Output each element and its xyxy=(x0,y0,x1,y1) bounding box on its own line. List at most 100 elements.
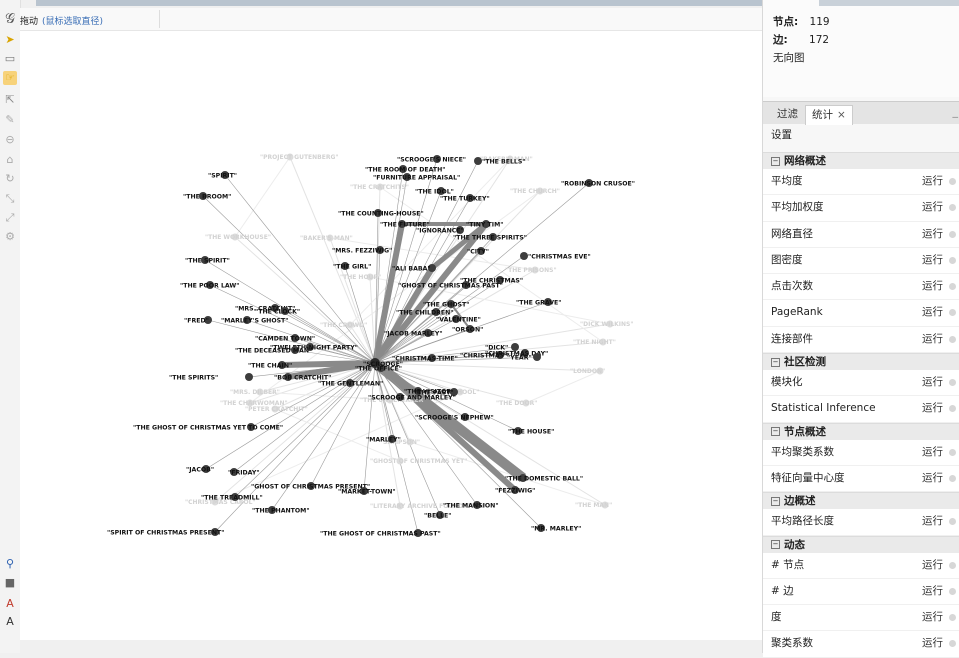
graph-node[interactable] xyxy=(514,427,522,435)
graph-node[interactable] xyxy=(204,316,212,324)
graph-canvas[interactable]: "PROJECT GUTENBERG""BAKER'S MAN""THE CRA… xyxy=(20,31,762,640)
graph-node-faded[interactable] xyxy=(456,388,464,396)
graph-node[interactable] xyxy=(284,373,292,381)
graph-node[interactable] xyxy=(496,276,504,284)
graph-node-faded[interactable] xyxy=(506,155,514,163)
graph-node[interactable] xyxy=(520,252,528,260)
graph-node-faded[interactable] xyxy=(286,153,294,161)
shortest-path-icon[interactable]: ⤢ xyxy=(5,211,15,224)
graph-node-faded[interactable] xyxy=(256,388,264,396)
graph-node[interactable] xyxy=(202,465,210,473)
graph-node-faded[interactable] xyxy=(536,187,544,195)
run-button[interactable]: 运行 xyxy=(922,253,943,266)
size-tool-icon[interactable]: ⊖ xyxy=(5,133,15,146)
graph-node-faded[interactable] xyxy=(606,320,614,328)
graph-node-faded[interactable] xyxy=(531,266,539,274)
run-button[interactable]: 运行 xyxy=(922,306,943,319)
pencil-icon[interactable]: ✎ xyxy=(5,113,15,126)
graph-node[interactable] xyxy=(414,529,422,537)
graph-node[interactable] xyxy=(489,233,497,241)
graph-node-faded[interactable] xyxy=(366,273,374,281)
run-button[interactable]: 运行 xyxy=(922,332,943,345)
graph-node[interactable] xyxy=(477,247,485,255)
graph-node[interactable] xyxy=(432,308,440,316)
graph-node[interactable] xyxy=(447,300,455,308)
run-button[interactable]: 运行 xyxy=(922,471,943,484)
graph-node-faded[interactable] xyxy=(231,233,239,241)
info-icon[interactable] xyxy=(949,309,956,317)
graph-hub-node[interactable] xyxy=(370,358,380,368)
info-icon[interactable] xyxy=(949,335,956,343)
run-button[interactable]: 运行 xyxy=(922,611,943,624)
graph-node[interactable] xyxy=(428,264,436,272)
font-size-icon[interactable]: A xyxy=(6,615,14,628)
paint-bucket-icon[interactable]: ⌂ xyxy=(6,153,14,166)
graph-node[interactable] xyxy=(374,209,382,217)
graph-node[interactable] xyxy=(388,435,396,443)
run-button[interactable]: 运行 xyxy=(922,201,943,214)
graph-node[interactable] xyxy=(199,192,207,200)
background-color-icon[interactable]: ■ xyxy=(4,576,16,589)
graph-node-faded[interactable] xyxy=(396,502,404,510)
section-header[interactable]: −边概述 xyxy=(763,492,959,510)
graph-node[interactable] xyxy=(221,171,229,179)
graph-node[interactable] xyxy=(519,474,527,482)
graph-node[interactable] xyxy=(281,307,289,315)
info-icon[interactable] xyxy=(949,474,956,482)
graph-node[interactable] xyxy=(341,262,349,270)
info-icon[interactable] xyxy=(949,178,956,185)
graph-node-faded[interactable] xyxy=(271,405,279,413)
graph-node-faded[interactable] xyxy=(522,399,530,407)
collapse-icon[interactable]: − xyxy=(771,357,780,367)
graph-node-faded[interactable] xyxy=(599,338,607,346)
run-button[interactable]: 运行 xyxy=(922,376,943,389)
run-button[interactable]: 运行 xyxy=(922,637,943,650)
heat-map-icon[interactable]: ⚙ xyxy=(5,230,15,243)
tab-statistics[interactable]: 统计× xyxy=(805,105,853,125)
info-icon[interactable] xyxy=(949,587,956,595)
graph-node[interactable] xyxy=(211,528,219,536)
graph-node[interactable] xyxy=(461,413,469,421)
info-icon[interactable] xyxy=(949,379,956,387)
graph-node-faded[interactable] xyxy=(396,457,404,465)
graph-node[interactable] xyxy=(291,346,299,354)
graph-node[interactable] xyxy=(278,361,286,369)
graph-node[interactable] xyxy=(537,524,545,532)
info-icon[interactable] xyxy=(949,614,956,622)
graph-node-faded[interactable] xyxy=(211,498,219,506)
graph-node[interactable] xyxy=(399,165,407,173)
graph-node[interactable] xyxy=(496,351,504,359)
graph-node-faded[interactable] xyxy=(346,321,354,329)
zoom-icon[interactable]: ⚲ xyxy=(5,557,15,570)
section-header[interactable]: −节点概述 xyxy=(763,422,959,440)
direct-select-icon[interactable]: ⇱ xyxy=(5,93,15,106)
graph-node[interactable] xyxy=(466,194,474,202)
graph-view[interactable]: "PROJECT GUTENBERG""BAKER'S MAN""THE CRA… xyxy=(20,31,762,640)
section-header[interactable]: −社区检测 xyxy=(763,353,959,371)
graph-node[interactable] xyxy=(533,353,541,361)
graph-node[interactable] xyxy=(433,155,441,163)
graph-node[interactable] xyxy=(474,157,482,165)
graph-node[interactable] xyxy=(466,325,474,333)
graph-node[interactable] xyxy=(231,493,239,501)
graph-node[interactable] xyxy=(245,373,253,381)
minimize-icon[interactable]: _ xyxy=(952,105,959,118)
graph-node[interactable] xyxy=(511,343,519,351)
info-icon[interactable] xyxy=(949,448,956,456)
graph-node-faded[interactable] xyxy=(601,501,609,509)
graph-node-faded[interactable] xyxy=(376,183,384,191)
graph-node[interactable] xyxy=(544,298,552,306)
graph-node[interactable] xyxy=(243,316,251,324)
graph-node[interactable] xyxy=(271,304,279,312)
run-button[interactable]: 运行 xyxy=(922,445,943,458)
run-button[interactable]: 运行 xyxy=(922,227,943,240)
collapse-icon[interactable]: − xyxy=(771,496,780,506)
graph-node-faded[interactable] xyxy=(326,234,334,242)
graph-node-faded[interactable] xyxy=(406,438,414,446)
select-arrow-icon[interactable]: ➤ xyxy=(5,33,15,46)
graph-node[interactable] xyxy=(428,354,436,362)
run-button[interactable]: 运行 xyxy=(922,402,943,415)
info-icon[interactable] xyxy=(949,230,956,238)
info-icon[interactable] xyxy=(949,640,956,648)
graph-node[interactable] xyxy=(521,349,529,357)
